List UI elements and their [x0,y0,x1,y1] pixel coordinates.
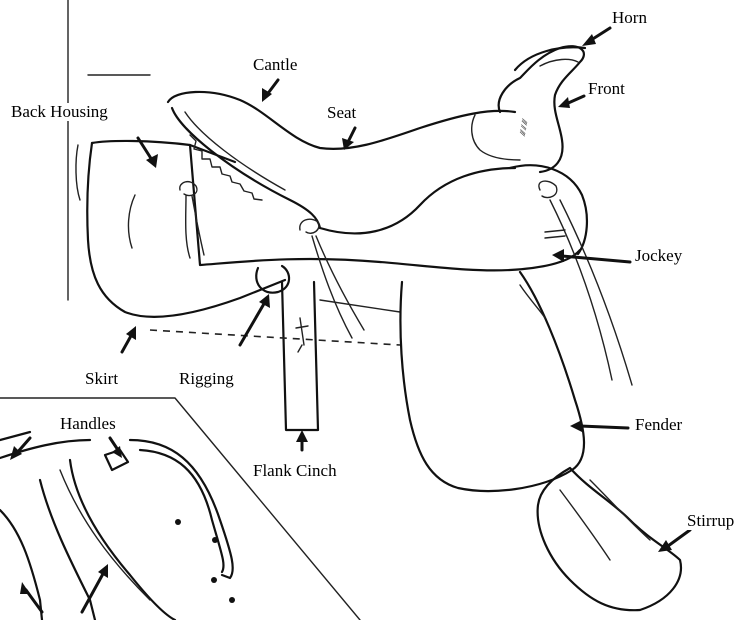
saddle-body-outline [190,145,580,270]
handles-inset [0,398,360,620]
mid-tie-knot [300,219,319,233]
rivet [229,597,235,603]
label-stirrup: Stirrup [686,512,735,530]
fender-outline [400,272,584,491]
horn-detail [540,59,578,66]
jockey-front [510,165,587,254]
inset-mark [0,432,30,440]
cinch-buckle [296,318,308,352]
jockey-top [320,168,515,233]
label-back-housing: Back Housing [10,103,109,121]
label-horn: Horn [611,9,648,27]
skirt-stitch [128,195,135,248]
label-flank-cinch: Flank Cinch [252,462,338,480]
label-seat: Seat [326,104,357,122]
inset-edge-1 [70,460,175,620]
flank-cinch-strap [282,282,318,430]
label-fender: Fender [634,416,683,434]
inset-stitch [60,470,150,600]
front-tie-strings [550,200,632,385]
skirt-edge [76,145,80,200]
label-handles: Handles [59,415,117,433]
label-skirt: Skirt [84,370,119,388]
cinch-line [150,330,400,345]
label-cantle: Cantle [252,56,298,74]
handle-loop [130,440,233,578]
handle-loop-inner [140,450,224,572]
mid-tie-strings [312,236,364,338]
label-rigging: Rigging [178,370,235,388]
label-jockey: Jockey [634,247,683,265]
label-front: Front [587,80,626,98]
stirrup-outline [538,468,681,610]
jockey-strap [545,230,565,238]
rivet [175,519,181,525]
front-tie-knot [539,181,557,197]
rivet [211,577,217,583]
inset-edge-2 [40,480,95,620]
belly-line [320,300,400,312]
stirrup-inner [560,490,610,560]
rivet [212,537,218,543]
stirrup-tread [590,480,650,540]
cantle-binding [190,135,262,200]
front-shoulder [472,115,520,160]
inset-border [0,398,360,620]
front-scribble: ⁄⁄⁄ ⁄⁄ ⁄⁄⁄ [518,117,530,137]
